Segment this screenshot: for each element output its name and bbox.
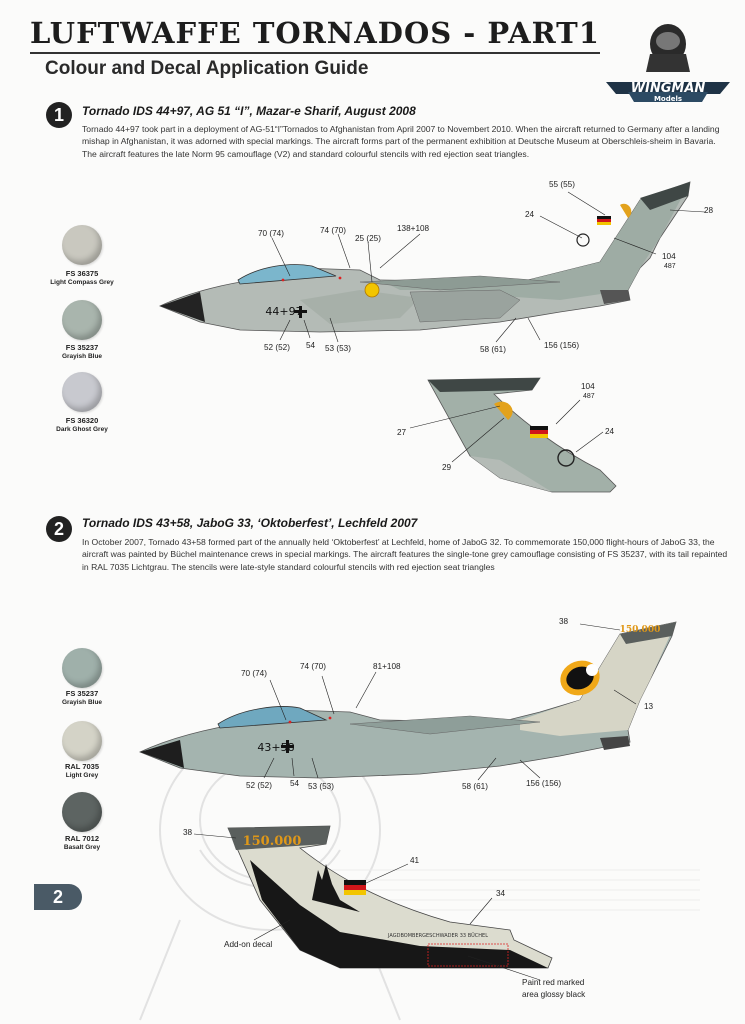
- title-rule: [30, 52, 600, 54]
- tail-callout-104: 104: [581, 382, 595, 391]
- aircraft-2-serial: 43+58: [257, 741, 294, 754]
- callout-104: 104: [662, 252, 676, 261]
- callout-156: 156 (156): [544, 341, 580, 350]
- section-1-number: 1: [46, 102, 72, 128]
- callout-55: 55 (55): [549, 180, 575, 189]
- section-2-title: Tornado IDS 43+58, JaboG 33, ‘Oktoberfes…: [82, 516, 418, 530]
- section-2-number: 2: [46, 516, 72, 542]
- swatch-fs35237: [62, 300, 102, 340]
- swatch-ral7035: [62, 721, 102, 761]
- swatch-code: FS 36375: [65, 269, 99, 278]
- callout-156: 156 (156): [526, 779, 562, 788]
- paint-note-line-1: Paint red marked: [522, 978, 585, 987]
- swatch-code: FS 35237: [65, 689, 99, 698]
- swatch-code: RAL 7012: [64, 834, 100, 843]
- section-1-description: Tornado 44+97 took part in a deployment …: [82, 124, 720, 159]
- swatch-name: Dark Ghost Grey: [56, 426, 108, 433]
- callout-53: 53 (53): [308, 782, 334, 791]
- tail-callout-34: 34: [496, 889, 506, 898]
- tail-detail-150000: 150.000: [243, 834, 302, 849]
- swatch-name: Grayish Blue: [61, 699, 103, 706]
- page-title: LUFTWAFFE TORNADOS - PART1: [30, 16, 600, 50]
- callout-38: 38: [559, 617, 569, 626]
- swatch-ral7012: [62, 792, 102, 832]
- swatch-fs36320: [62, 372, 102, 412]
- callout-53: 53 (53): [325, 344, 351, 353]
- callout-74: 74 (70): [320, 226, 346, 235]
- callout-138: 138+108: [397, 224, 430, 233]
- callout-81: 81+108: [373, 662, 401, 671]
- wingman-logo: WINGMAN Models: [606, 24, 730, 103]
- tail-callout-487: 487: [583, 393, 595, 400]
- section-1-title: Tornado IDS 44+97, AG 51 “I”, Mazar-e Sh…: [82, 104, 416, 118]
- callout-70: 70 (74): [258, 229, 284, 238]
- callout-54: 54: [290, 779, 300, 788]
- logo-text: WINGMAN: [631, 81, 706, 96]
- swatch-name: Light Grey: [65, 772, 99, 779]
- swatch-fs36375: [62, 225, 102, 265]
- add-on-decal-label: Add-on decal: [224, 940, 273, 949]
- swatch-code: FS 36320: [65, 416, 99, 425]
- callout-24: 24: [525, 210, 535, 219]
- callout-28: 28: [704, 206, 714, 215]
- page-subtitle: Colour and Decal Application Guide: [45, 58, 369, 79]
- callout-52: 52 (52): [246, 781, 272, 790]
- swatch-fs35237: [62, 648, 102, 688]
- section-2-description: In October 2007, Tornado 43+58 formed pa…: [82, 537, 728, 572]
- callout-487: 487: [664, 263, 676, 270]
- callout-13: 13: [644, 702, 654, 711]
- tail-callout-29: 29: [442, 463, 452, 472]
- callout-74: 74 (70): [300, 662, 326, 671]
- callout-58: 58 (61): [480, 345, 506, 354]
- callout-54: 54: [306, 341, 316, 350]
- tail-callout-27: 27: [397, 428, 407, 437]
- swatch-code: FS 35237: [65, 343, 99, 352]
- swatch-name: Light Compass Grey: [50, 279, 114, 286]
- logo-subtext: Models: [654, 95, 682, 103]
- swatch-code: RAL 7035: [64, 762, 100, 771]
- callout-70: 70 (74): [241, 669, 267, 678]
- callout-58: 58 (61): [462, 782, 488, 791]
- callout-25: 25 (25): [355, 234, 381, 243]
- swatch-name: Grayish Blue: [61, 353, 103, 360]
- tail-detail-unit-text: JAGDBOMBERGESCHWADER 33 BÜCHEL: [387, 932, 488, 939]
- tail-callout-24: 24: [605, 427, 615, 436]
- swatch-name: Basalt Grey: [63, 844, 101, 851]
- callout-52: 52 (52): [264, 343, 290, 352]
- page-number-badge: 2: [34, 884, 82, 910]
- tail-callout-38: 38: [183, 828, 193, 837]
- tail-callout-41: 41: [410, 856, 420, 865]
- tail-150000-label: 150.000: [620, 625, 661, 635]
- aircraft-1-serial: 44+97: [265, 305, 302, 318]
- paint-note-line-2: area glossy black: [522, 990, 586, 999]
